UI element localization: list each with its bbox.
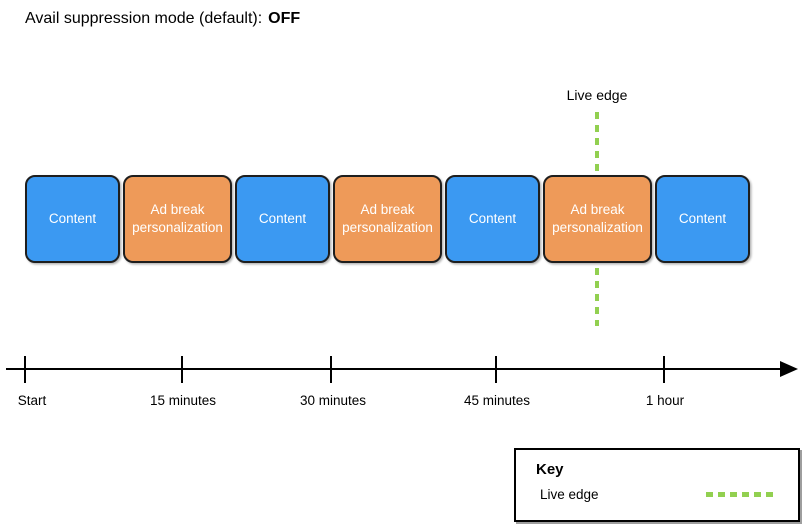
- content-block: Content: [445, 175, 540, 263]
- live-edge-label: Live edge: [566, 87, 628, 103]
- axis-label-45min: 45 minutes: [463, 393, 531, 408]
- key-title: Key: [536, 461, 564, 478]
- content-block: Content: [655, 175, 750, 263]
- axis-arrowhead-icon: [780, 361, 798, 377]
- axis-tick-15min: [181, 356, 183, 383]
- axis-tick-start: [24, 356, 26, 383]
- axis-tick-45min: [495, 356, 497, 383]
- axis-tick-30min: [330, 356, 332, 383]
- axis-tick-1hour: [663, 356, 665, 383]
- content-block: Content: [235, 175, 330, 263]
- page-title: Avail suppression mode (default): OFF: [25, 10, 300, 28]
- timeline-blocks-row: Content Ad break personalization Content…: [25, 175, 750, 263]
- content-block: Content: [25, 175, 120, 263]
- live-edge-swatch: [706, 492, 776, 497]
- axis-label-start: Start: [17, 393, 47, 408]
- axis-label-1hour: 1 hour: [645, 393, 685, 408]
- key-item-label: Live edge: [540, 487, 599, 502]
- axis-label-30min: 30 minutes: [299, 393, 367, 408]
- time-axis-line: [6, 368, 782, 370]
- page-title-value: OFF: [268, 10, 301, 27]
- key-box: Key Live edge: [514, 448, 800, 522]
- key-row-live-edge: Live edge: [540, 487, 776, 502]
- ad-break-block: Ad break personalization: [333, 175, 442, 263]
- ad-break-block: Ad break personalization: [543, 175, 652, 263]
- axis-label-15min: 15 minutes: [149, 393, 217, 408]
- ad-break-block: Ad break personalization: [123, 175, 232, 263]
- page-title-text: Avail suppression mode (default):: [25, 10, 263, 27]
